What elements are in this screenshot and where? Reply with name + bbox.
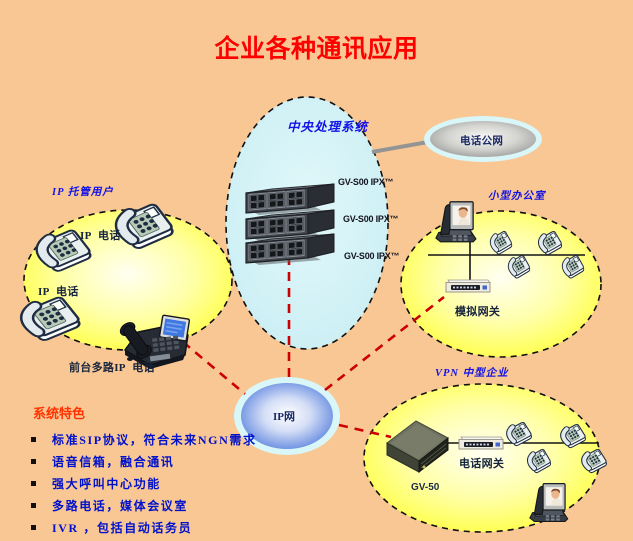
ip-net-cloud [241,383,333,449]
ip-phone-label-2: IP 电话 [38,286,79,298]
gv50-label: GV-50 [411,482,440,493]
bullet-icon [31,437,36,442]
pstn-cloud [430,121,536,157]
feature-item-3: 强大呼叫中心功能 [31,477,361,491]
features-heading: 系统特色 [33,406,86,421]
small-office-label: 小型办公室 [488,191,546,202]
vpn-label: VPN 中型企业 [435,368,509,379]
feature-item-2: 语音信箱，融合通讯 [31,455,361,469]
bullet-icon [31,503,36,508]
analog-gateway-icon [445,279,491,293]
feature-item-5: IVR ，包括自动话务员 [31,521,361,535]
red-link-frontdesk-ipnet [182,341,246,395]
server-label-2: GV-S00 IPX™ [343,214,399,224]
page-title: 企业各种通讯应用 [214,36,419,63]
feature-item-1: 标准SIP协议，符合未来NGN需求 [31,433,361,447]
ip-users-label: IP 托管用户 [52,187,114,198]
pstn-label: 电话公网 [460,136,504,147]
phone-gateway-label: 电话网关 [459,458,505,470]
bullet-icon [31,459,36,464]
central-system-label: 中央处理系统 [287,120,369,134]
front-desk-phone-label: 前台多路IP 电话 [69,362,155,374]
office-video-phone-icon [435,201,477,243]
server-label-1: GV-S00 IPX™ [338,177,394,187]
bullet-icon [31,525,36,530]
ip-net-label: IP网 [273,411,295,423]
red-link-ipnet-vpn [338,423,392,439]
server-label-3: GV-S00 IPX™ [344,251,400,261]
analog-gateway-label: 模拟网关 [455,306,501,318]
ip-phone-label-1: IP 电话 [80,230,121,242]
phone-gateway-icon [458,436,504,450]
feature-item-4: 多路电话，媒体会议室 [31,499,361,513]
pstn-link-line [371,140,429,154]
bullet-icon [31,481,36,486]
